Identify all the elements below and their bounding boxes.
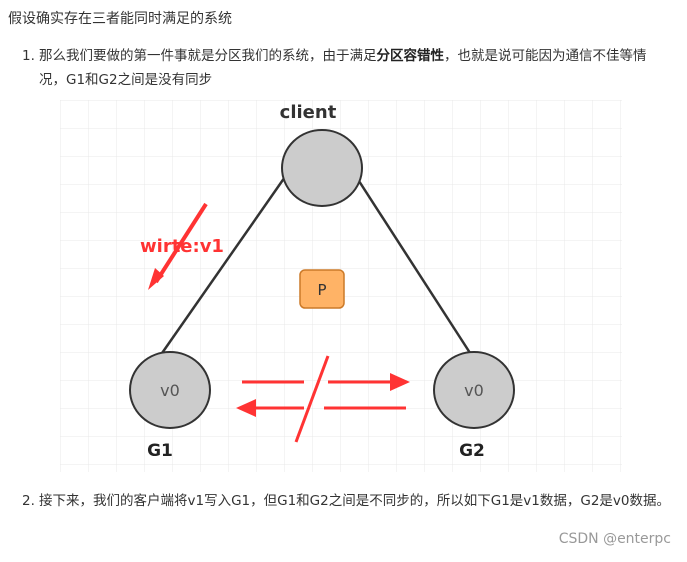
- text-segment: 那么我们要做的第一件事就是分区我们的系统，由于满足: [39, 48, 377, 64]
- g2-label: G2: [459, 441, 485, 461]
- list-number: 2.: [22, 493, 35, 509]
- write-arrow-head: [148, 268, 164, 290]
- g1-label: G1: [147, 441, 173, 461]
- partition-box: [299, 269, 345, 309]
- client-g2-link: [346, 163, 474, 357]
- list-item: 2. 接下来，我们的客户端将v1写入G1，但G1和G2之间是不同步的，所以如下G…: [22, 489, 672, 513]
- list-item: 1. 那么我们要做的第一件事就是分区我们的系统，由于满足分区容错性，也就是说可能…: [22, 44, 672, 92]
- partition-diagram: client wirte:v1 P v0 G1 v0 G2: [60, 100, 622, 472]
- g1-node: [129, 351, 211, 429]
- list-item-text: 那么我们要做的第一件事就是分区我们的系统，由于满足分区容错性，也就是说可能因为通…: [39, 44, 672, 92]
- g2-value: v0: [464, 381, 484, 400]
- client-label: client: [280, 102, 337, 123]
- text-segment: ，也就是说可能因为通信不佳等情况，G1和G2之间是没有同步: [39, 48, 647, 88]
- list-item-text: 接下来，我们的客户端将v1写入G1，但G1和G2之间是不同步的，所以如下G1是v…: [39, 493, 670, 509]
- partition-label: P: [317, 281, 326, 299]
- partition-break-line: [294, 355, 330, 443]
- list-number: 1.: [22, 48, 35, 64]
- g1-value: v0: [160, 381, 180, 400]
- sync-right-arrow-head: [390, 373, 410, 391]
- write-label: wirte:v1: [140, 236, 224, 257]
- diagram-canvas: client wirte:v1 P v0 G1 v0 G2: [60, 100, 622, 472]
- sync-left-arrow-head: [236, 399, 256, 417]
- client-node: [281, 129, 363, 207]
- write-arrow-shaft: [154, 202, 208, 284]
- bold-term: 分区容错性: [376, 48, 445, 64]
- intro-text: 假设确实存在三者能同时满足的系统: [8, 11, 232, 27]
- watermark: CSDN @enterpc: [558, 531, 671, 547]
- client-g1-link: [158, 163, 296, 357]
- g2-node: [433, 351, 515, 429]
